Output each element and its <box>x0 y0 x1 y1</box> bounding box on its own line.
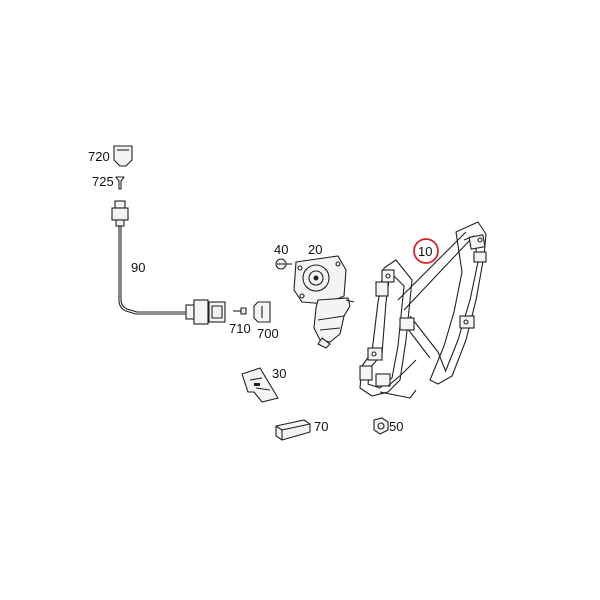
part-700-connector-housing[interactable] <box>253 301 271 323</box>
label-710: 710 <box>229 321 251 336</box>
label-30: 30 <box>272 366 286 381</box>
part-30-bracket[interactable] <box>241 367 279 403</box>
label-725: 725 <box>92 174 114 189</box>
part-20-window-motor[interactable] <box>293 255 355 349</box>
label-700: 700 <box>257 326 279 341</box>
part-725-pin[interactable] <box>115 176 125 190</box>
label-90: 90 <box>131 260 145 275</box>
part-90-wiring-harness[interactable] <box>111 200 226 325</box>
label-10: 10 <box>418 244 432 259</box>
label-70: 70 <box>314 419 328 434</box>
part-40-screw[interactable] <box>275 258 292 270</box>
part-720-connector-cap[interactable] <box>113 145 133 167</box>
label-720: 720 <box>88 149 110 164</box>
part-50-nut[interactable] <box>373 417 389 435</box>
label-50: 50 <box>389 419 403 434</box>
highlight-circle-10 <box>413 238 439 264</box>
part-10-window-regulator[interactable] <box>359 221 487 399</box>
label-40: 40 <box>274 242 288 257</box>
part-70-pad[interactable] <box>275 419 311 441</box>
label-20: 20 <box>308 242 322 257</box>
part-710-pin[interactable] <box>233 307 247 315</box>
